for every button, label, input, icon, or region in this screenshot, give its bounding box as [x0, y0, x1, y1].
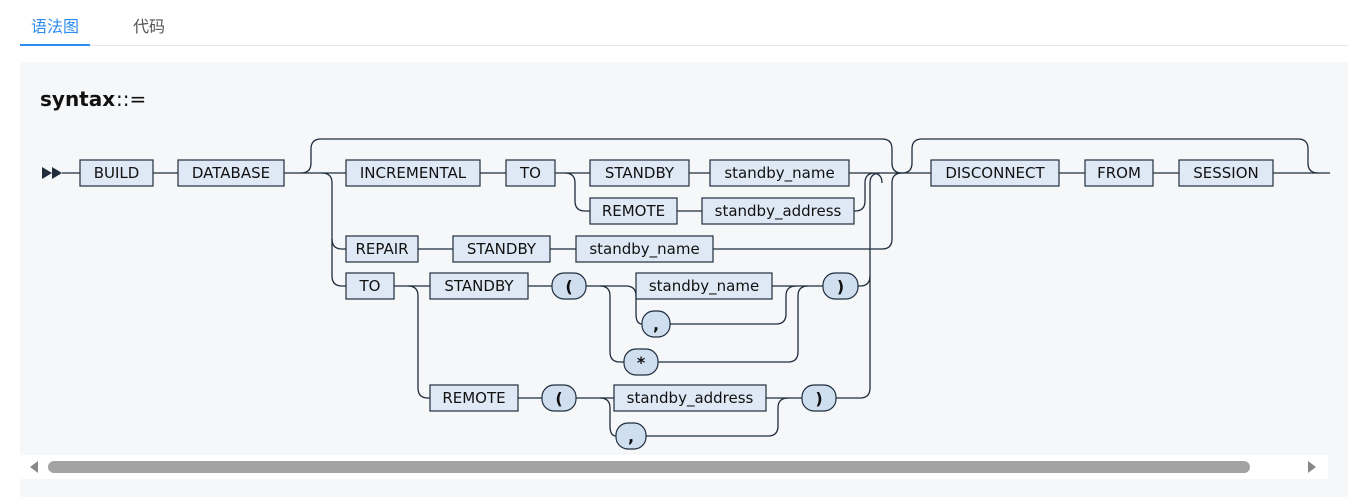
- node-remote-2: REMOTE: [429, 384, 519, 412]
- rule-operator: ::=: [116, 87, 146, 111]
- node-to: TO: [505, 159, 556, 187]
- svg-text:*: *: [637, 353, 646, 372]
- svg-text:(: (: [565, 277, 572, 296]
- svg-text:REPAIR: REPAIR: [355, 240, 408, 258]
- svg-text:INCREMENTAL: INCREMENTAL: [360, 164, 467, 182]
- node-standby-address-1: standby_address: [701, 197, 855, 225]
- railroad-diagram: syntax ::=: [40, 87, 1330, 450]
- node-comma-2: ,: [615, 422, 647, 450]
- svg-text:BUILD: BUILD: [94, 164, 140, 182]
- svg-text:standby_address: standby_address: [715, 202, 842, 221]
- node-lparen-2: (: [541, 384, 577, 412]
- tab-syntax-diagram[interactable]: 语法图: [20, 14, 91, 46]
- diagram-lines: [62, 138, 1330, 437]
- node-standby-2: STANDBY: [452, 235, 551, 263]
- svg-text:,: ,: [653, 315, 659, 334]
- svg-text:REMOTE: REMOTE: [442, 389, 505, 407]
- svg-text:STANDBY: STANDBY: [444, 277, 514, 295]
- svg-text:): ): [815, 389, 822, 408]
- node-standby-address-2: standby_address: [613, 384, 767, 412]
- svg-text:,: ,: [628, 427, 634, 446]
- start-marker-icon: [42, 167, 62, 179]
- svg-text:(: (: [555, 389, 562, 408]
- tab-bar: 语法图 代码: [20, 0, 1348, 46]
- node-from: FROM: [1084, 159, 1154, 187]
- svg-text:standby_name: standby_name: [649, 277, 759, 296]
- node-repair: REPAIR: [345, 235, 419, 263]
- node-standby-3: STANDBY: [429, 272, 529, 300]
- svg-text:REMOTE: REMOTE: [602, 202, 665, 220]
- svg-text:DATABASE: DATABASE: [192, 164, 270, 182]
- node-standby-1: STANDBY: [589, 159, 690, 187]
- node-remote-1: REMOTE: [589, 197, 678, 225]
- scroll-left-icon[interactable]: [30, 461, 38, 473]
- node-incremental: INCREMENTAL: [345, 159, 481, 187]
- svg-text:): ): [837, 277, 844, 296]
- node-comma-1: ,: [641, 310, 671, 338]
- node-rparen-2: ): [801, 384, 837, 412]
- svg-text:standby_name: standby_name: [589, 240, 699, 259]
- node-session: SESSION: [1178, 159, 1274, 187]
- scrollbar-thumb[interactable]: [48, 461, 1250, 473]
- svg-text:TO: TO: [359, 277, 381, 295]
- node-build: BUILD: [79, 159, 154, 187]
- node-star: *: [623, 348, 659, 376]
- svg-text:standby_name: standby_name: [724, 164, 834, 183]
- tab-code[interactable]: 代码: [133, 17, 166, 36]
- node-database: DATABASE: [177, 159, 285, 187]
- svg-text:DISCONNECT: DISCONNECT: [945, 164, 1045, 182]
- svg-text:standby_address: standby_address: [627, 389, 754, 408]
- diagram-panel: syntax ::=: [20, 62, 1348, 497]
- node-lparen-1: (: [551, 272, 587, 300]
- node-standby-name-3: standby_name: [635, 272, 773, 300]
- scroll-right-icon[interactable]: [1308, 461, 1316, 473]
- node-rparen-1: ): [822, 272, 859, 300]
- svg-text:STANDBY: STANDBY: [605, 164, 675, 182]
- svg-text:FROM: FROM: [1097, 164, 1141, 182]
- node-disconnect: DISCONNECT: [930, 159, 1060, 187]
- svg-text:STANDBY: STANDBY: [467, 240, 537, 258]
- svg-text:TO: TO: [519, 164, 541, 182]
- horizontal-scrollbar[interactable]: [20, 455, 1328, 479]
- rule-name: syntax: [40, 87, 115, 111]
- svg-text:SESSION: SESSION: [1193, 164, 1259, 182]
- node-standby-name-2: standby_name: [575, 235, 714, 263]
- node-standby-name-1: standby_name: [709, 159, 850, 187]
- node-to-2: TO: [345, 272, 395, 300]
